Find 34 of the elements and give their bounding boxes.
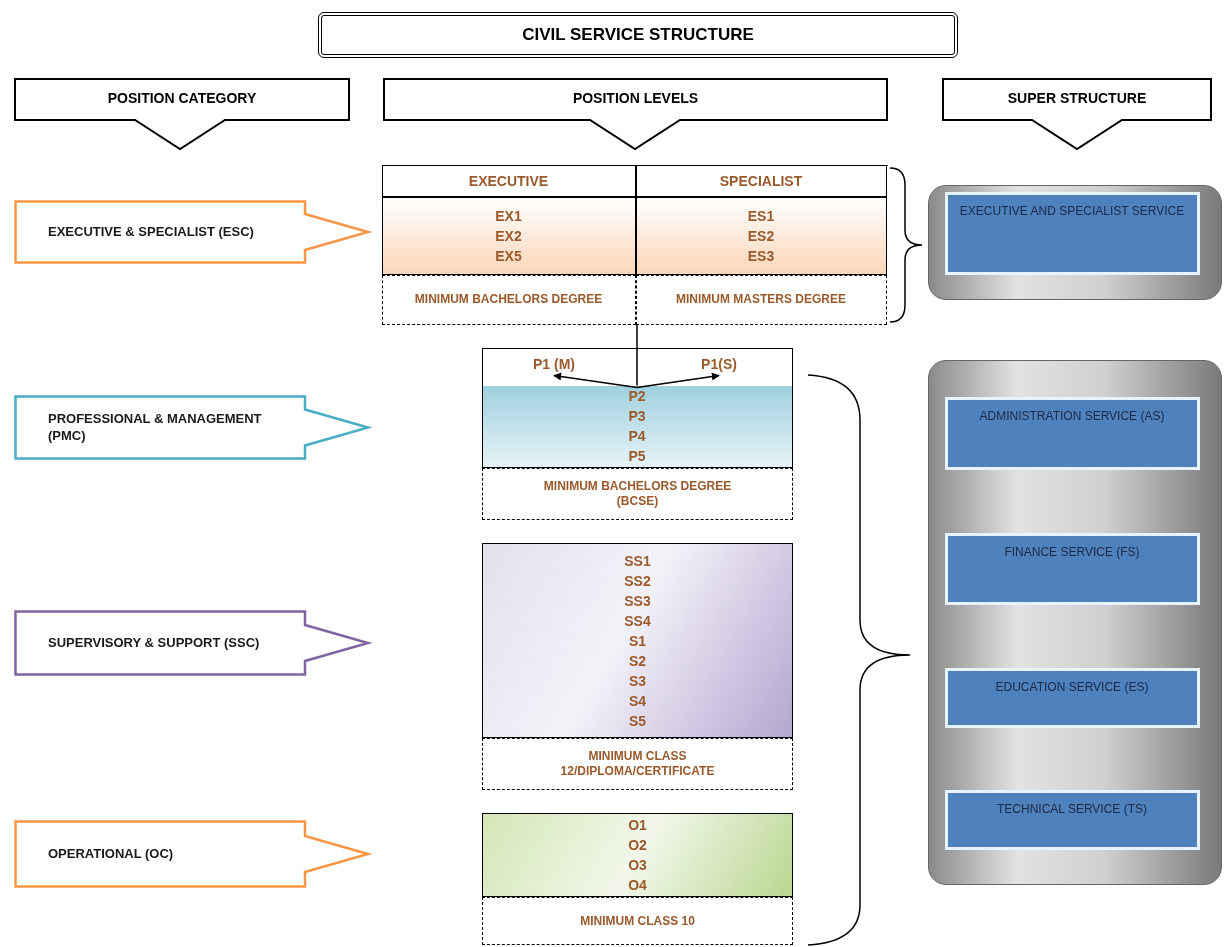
level-box: O1 O2 O3 O4 (482, 813, 793, 897)
level-codes: P2 P3 P4 P5 (599, 385, 675, 468)
category-callout: SUPERVISORY & SUPPORT (SSC) (14, 610, 370, 676)
header-arrow-box: POSITION CATEGORY (14, 78, 350, 150)
level-codes-cell: EX1 EX2 EX5 (381, 196, 636, 275)
service-box: TECHNICAL SERVICE (TS) (944, 789, 1200, 850)
level-box: SS1 SS2 SS3 SS4 S1 S2 S3 S4 S5 (482, 543, 793, 738)
level-codes-cell: ES1 ES2 ES3 (635, 196, 887, 275)
arrow (636, 372, 720, 389)
column-heading-cell: SPECIALIST (635, 164, 887, 197)
qualification-cell: MINIMUM MASTERS DEGREE (635, 274, 887, 325)
service-panel (928, 360, 1222, 885)
column-heading-cell: EXECUTIVE (381, 164, 636, 197)
connector-line (636, 324, 638, 387)
level-codes: P1 (M) (511, 353, 597, 376)
qualification-box: MINIMUM CLASS 10 (482, 897, 793, 945)
qualification-cell: MINIMUM BACHELORS DEGREE (381, 274, 636, 325)
qualification-box: MINIMUM CLASS 12/DIPLOMA/CERTIFICATE (482, 738, 793, 790)
title-box: CIVIL SERVICE STRUCTURE (318, 12, 958, 58)
service-box: EXECUTIVE AND SPECIALIST SERVICE (944, 191, 1200, 275)
service-panel (928, 185, 1222, 300)
qualification-box: MINIMUM BACHELORS DEGREE (BCSE) (482, 468, 793, 520)
arrow (553, 372, 638, 389)
category-callout: PROFESSIONAL & MANAGEMENT (PMC) (14, 395, 370, 460)
level-table (383, 165, 888, 325)
level-box (482, 348, 793, 468)
level-codes: P1(S) (676, 353, 762, 376)
category-callout: OPERATIONAL (OC) (14, 820, 370, 888)
header-arrow-box: POSITION LEVELS (383, 78, 888, 150)
category-callout: EXECUTIVE & SPECIALIST (ESC) (14, 200, 370, 264)
service-box: ADMINISTRATION SERVICE (AS) (944, 396, 1200, 470)
header-arrow-box: SUPER STRUCTURE (942, 78, 1212, 150)
service-box: EDUCATION SERVICE (ES) (944, 667, 1200, 728)
service-box: FINANCE SERVICE (FS) (944, 532, 1200, 605)
